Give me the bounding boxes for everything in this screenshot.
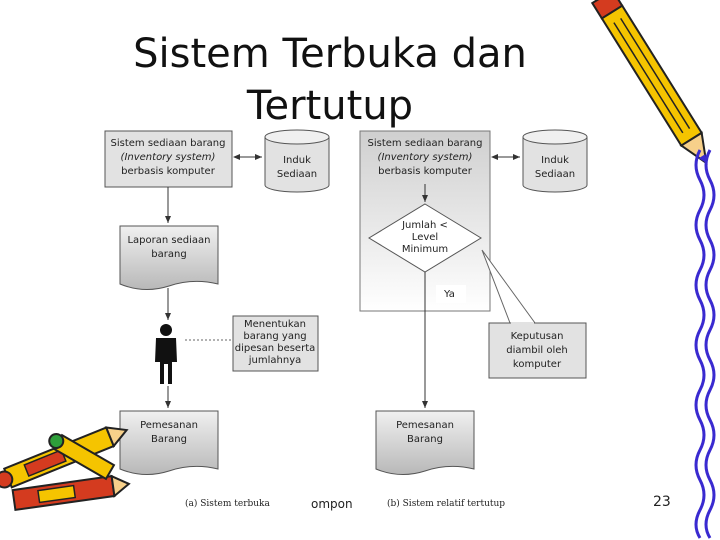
b-yes-label: Ya: [443, 289, 455, 300]
page-number: 23: [653, 494, 671, 510]
b-decision-line-3: Minimum: [402, 244, 448, 255]
a-order-line-1: Pemesanan: [140, 420, 198, 431]
a-note-line-3: dipesan beserta: [235, 343, 316, 354]
b-system-line-1: Sistem sediaan barang: [368, 138, 483, 149]
a-db-line-1: Induk: [283, 155, 311, 166]
diagram-a: Sistem sediaan barang (Inventory system)…: [105, 130, 329, 509]
pencil-icon: [592, 0, 716, 169]
a-db-line-2: Sediaan: [277, 169, 317, 180]
b-caption: (b) Sistem relatif tertutup: [387, 498, 505, 509]
a-caption: (a) Sistem terbuka: [185, 498, 271, 509]
a-note-line-1: Menentukan: [244, 319, 306, 330]
a-note-line-2: barang yang: [243, 331, 306, 342]
b-decision-line-2: Level: [412, 232, 438, 243]
b-system-line-2: (Inventory system): [378, 152, 473, 163]
b-decision-line-1: Jumlah <: [401, 220, 448, 231]
b-callout-line-2: diambil oleh: [506, 345, 567, 356]
a-note-line-4: jumlahnya: [248, 355, 302, 366]
a-order-line-2: Barang: [151, 434, 187, 445]
person-icon: [155, 324, 177, 384]
b-order-line-2: Barang: [407, 434, 443, 445]
a-system-line-3: berbasis komputer: [121, 166, 216, 177]
b-db-line-1: Induk: [541, 155, 569, 166]
b-callout-line-1: Keputusan: [511, 331, 564, 342]
a-system-line-1: Sistem sediaan barang: [111, 138, 226, 149]
a-report-line-2: barang: [151, 249, 186, 260]
b-order-line-1: Pemesanan: [396, 420, 454, 431]
a-system-line-2: (Inventory system): [121, 152, 216, 163]
footer-text: ompon: [311, 497, 353, 511]
a-report-line-1: Laporan sediaan: [127, 235, 210, 246]
pencil-border-icon: [696, 150, 714, 538]
diagram-b: Sistem sediaan barang (Inventory system)…: [360, 130, 587, 509]
b-system-line-3: berbasis komputer: [378, 166, 473, 177]
b-db-line-2: Sediaan: [535, 169, 575, 180]
b-callout-line-3: komputer: [513, 359, 562, 370]
